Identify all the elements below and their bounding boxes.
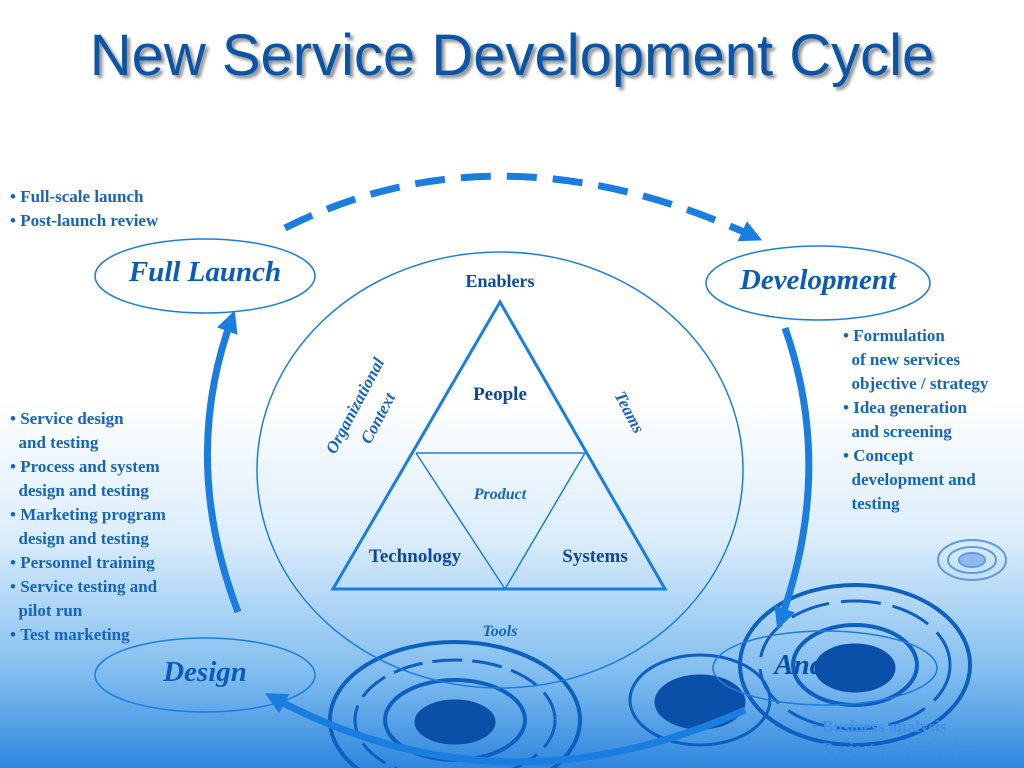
triangle-inner-right	[504, 452, 586, 590]
arrow-design-to-launch	[204, 310, 242, 614]
list-item: Business analysis	[812, 716, 977, 738]
ripple-decoration-right	[628, 583, 972, 747]
list-item: Project authorization	[812, 738, 977, 760]
list-item: Idea generation	[843, 396, 988, 420]
development-oval	[705, 245, 931, 321]
list-item-continued: testing	[851, 494, 900, 513]
list-item: Test marketing	[10, 623, 166, 647]
list-item: Concept	[843, 444, 988, 468]
list-item-continued: design and testing	[18, 481, 149, 500]
list-item: Personnel training	[10, 551, 166, 575]
tools-label: Tools	[482, 623, 518, 640]
analysis-oval	[712, 630, 938, 706]
stage-development: Development	[739, 264, 897, 296]
list-item-continued: pilot run	[18, 601, 83, 620]
ripple-decoration-left	[328, 640, 582, 768]
ripple-decoration-small	[937, 539, 1007, 581]
list-item: Service testing and	[10, 575, 166, 599]
systems-label: Systems	[562, 546, 628, 567]
enablers-label: Enablers	[465, 271, 535, 291]
arrow-launch-to-development	[283, 172, 763, 242]
list-item-continued: development and	[851, 470, 976, 489]
stage-full-launch: Full Launch	[128, 256, 282, 288]
list-item: Marketing program	[10, 503, 166, 527]
product-label: Product	[473, 486, 527, 503]
context-circle	[256, 251, 744, 689]
list-item-continued: of new services	[851, 350, 961, 369]
triangle-inner-left	[415, 452, 506, 590]
full-launch-oval	[94, 238, 316, 314]
list-item-continued: objective / strategy	[851, 374, 989, 393]
design-oval	[94, 637, 316, 713]
enablers-triangle	[330, 299, 668, 591]
list-item-continued: design and testing	[18, 529, 149, 548]
page-title: New Service Development Cycle	[89, 23, 935, 88]
development-list: Formulation of new services objective / …	[843, 324, 989, 516]
list-item: Service design	[10, 407, 166, 431]
teams-label: Teams	[610, 388, 648, 437]
list-item: Full-scale launch	[10, 185, 158, 209]
list-item: Formulation	[843, 324, 988, 348]
design-list: Service design and testing Process and s…	[10, 407, 166, 647]
list-item-continued: and screening	[851, 422, 952, 441]
full-launch-list: Full-scale launch Post-launch review	[10, 185, 158, 233]
list-item: Post-launch review	[10, 209, 158, 233]
stage-analysis: Analysis	[774, 649, 876, 681]
arrow-analysis-to-design	[264, 693, 747, 766]
stage-design: Design	[163, 656, 247, 688]
people-label: People	[473, 384, 527, 405]
list-item: Process and system	[10, 455, 166, 479]
list-item-continued: and testing	[18, 433, 99, 452]
arrow-development-to-analysis	[774, 326, 813, 630]
analysis-list: Business analysis Project authorization	[812, 716, 977, 760]
technology-label: Technology	[368, 546, 462, 567]
